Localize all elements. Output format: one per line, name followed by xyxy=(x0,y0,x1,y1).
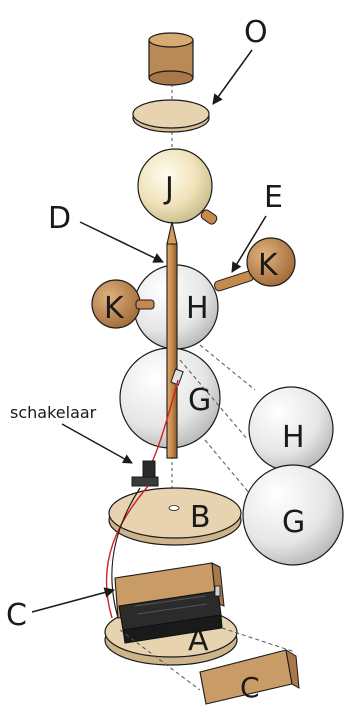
label-d: D xyxy=(48,201,71,236)
arrow-switch xyxy=(61,423,133,464)
wire-red-lower xyxy=(105,485,149,619)
small-peg xyxy=(200,209,218,225)
part-d-rod xyxy=(166,221,178,459)
label-k-left: K xyxy=(104,291,125,326)
arrow-d xyxy=(79,221,164,263)
label-j: J xyxy=(163,171,174,206)
switch-block xyxy=(131,460,159,487)
part-k-sphere-left: K xyxy=(91,279,141,329)
part-b-disc: B xyxy=(108,487,242,546)
k-left-peg xyxy=(135,299,155,310)
label-switch: schakelaar xyxy=(10,403,97,422)
part-o-cylinder xyxy=(148,32,194,86)
label-h-side: H xyxy=(282,420,305,455)
side-h-sphere: H xyxy=(248,386,334,472)
label-b: B xyxy=(190,500,211,535)
label-o: O xyxy=(244,15,268,50)
g-switch-tab xyxy=(170,368,184,386)
part-e-peg xyxy=(213,270,255,292)
part-j-sphere: J xyxy=(137,148,213,224)
label-g-side: G xyxy=(282,505,305,540)
label-k-right: K xyxy=(258,248,279,283)
battery-holder xyxy=(118,585,223,644)
label-e: E xyxy=(264,180,283,215)
projection-lines-spheres xyxy=(179,344,256,501)
part-o-disc xyxy=(132,99,210,133)
part-k-sphere-right: K xyxy=(246,237,296,287)
label-h-assembly: H xyxy=(186,291,209,326)
label-c-block: C xyxy=(240,671,260,704)
label-g-assembly: G xyxy=(188,383,211,418)
side-g-sphere: G xyxy=(242,464,344,566)
wire-red-upper xyxy=(151,379,179,463)
label-c-left: C xyxy=(6,598,27,633)
projection-lines-c xyxy=(119,627,296,691)
arrow-c xyxy=(31,587,116,613)
wire-black-lower xyxy=(111,487,141,625)
arrow-o xyxy=(212,49,253,105)
part-c-block: C xyxy=(199,649,300,705)
arrow-e xyxy=(231,215,267,273)
